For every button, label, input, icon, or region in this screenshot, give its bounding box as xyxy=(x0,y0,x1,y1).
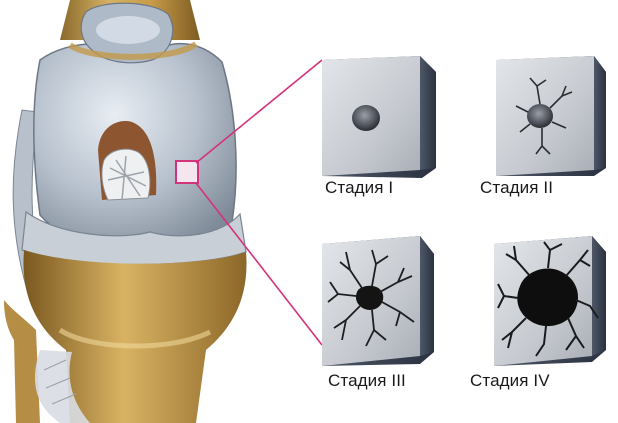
sample-region-marker xyxy=(176,161,198,183)
stage-4-label: Стадия IV xyxy=(470,371,550,391)
stage-1-label: Стадия I xyxy=(325,178,393,198)
stage-2-label: Стадия II xyxy=(480,178,553,198)
knee-joint-illustration xyxy=(4,0,247,423)
stage-3-sample-icon xyxy=(322,236,434,366)
stage-3-label: Стадия III xyxy=(328,371,406,391)
stage-1-sample-icon xyxy=(322,56,436,178)
stage-4-sample-icon xyxy=(494,236,606,366)
stage-2-sample-icon xyxy=(496,56,606,176)
